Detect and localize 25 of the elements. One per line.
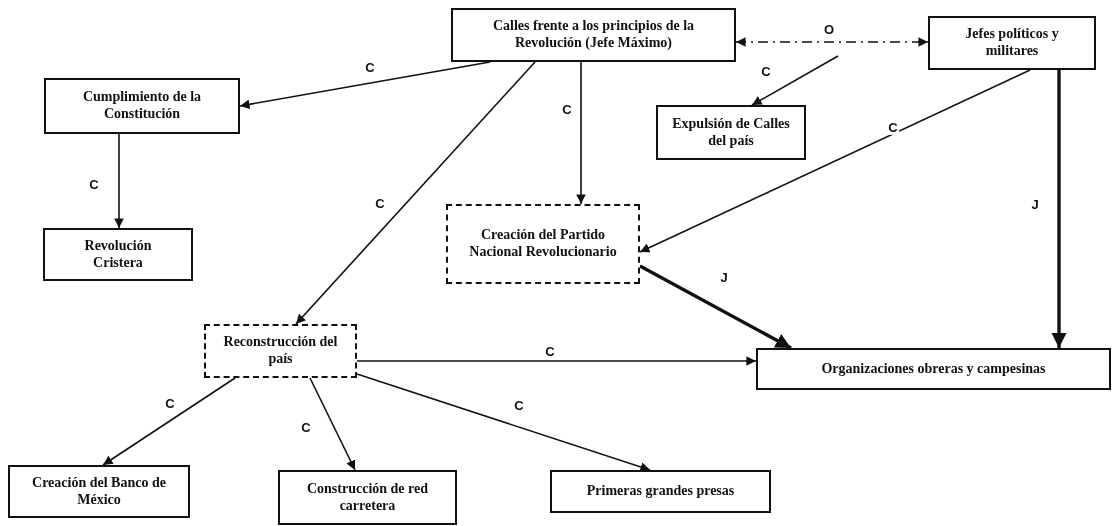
- arrow: [639, 264, 792, 350]
- arrow: [295, 61, 536, 325]
- arrow: [239, 61, 491, 110]
- process-box: Organizaciones obreras y campesinas: [756, 348, 1111, 390]
- process-box: Creación del Banco de México: [8, 465, 190, 518]
- arrow: [102, 377, 236, 466]
- process-box: Revolución Cristera: [43, 228, 193, 281]
- arrow: [639, 69, 1031, 253]
- edge-label: C: [886, 120, 900, 136]
- dashed-box: Reconstrucción del país: [204, 324, 357, 378]
- arrow: [735, 37, 929, 47]
- arrow: [309, 377, 356, 471]
- arrow: [576, 61, 586, 205]
- process-box: Jefes políticos y militares: [928, 16, 1096, 70]
- process-box: Cumplimiento de la Constitución: [44, 78, 240, 134]
- arrow: [356, 356, 757, 366]
- arrow: [751, 55, 839, 106]
- process-box: Primeras grandes presas: [550, 470, 771, 513]
- arrow: [114, 133, 124, 229]
- dashed-box: Creación del Partido Nacional Revolucionario: [446, 204, 640, 284]
- process-box: Expulsión de Calles del país: [656, 105, 806, 160]
- arrow: [1051, 70, 1067, 348]
- process-box: Calles frente a los principios de la Revolución (Jefe Máximo): [451, 8, 736, 62]
- process-box: Construcción de red carretera: [278, 470, 457, 525]
- arrow: [356, 373, 651, 472]
